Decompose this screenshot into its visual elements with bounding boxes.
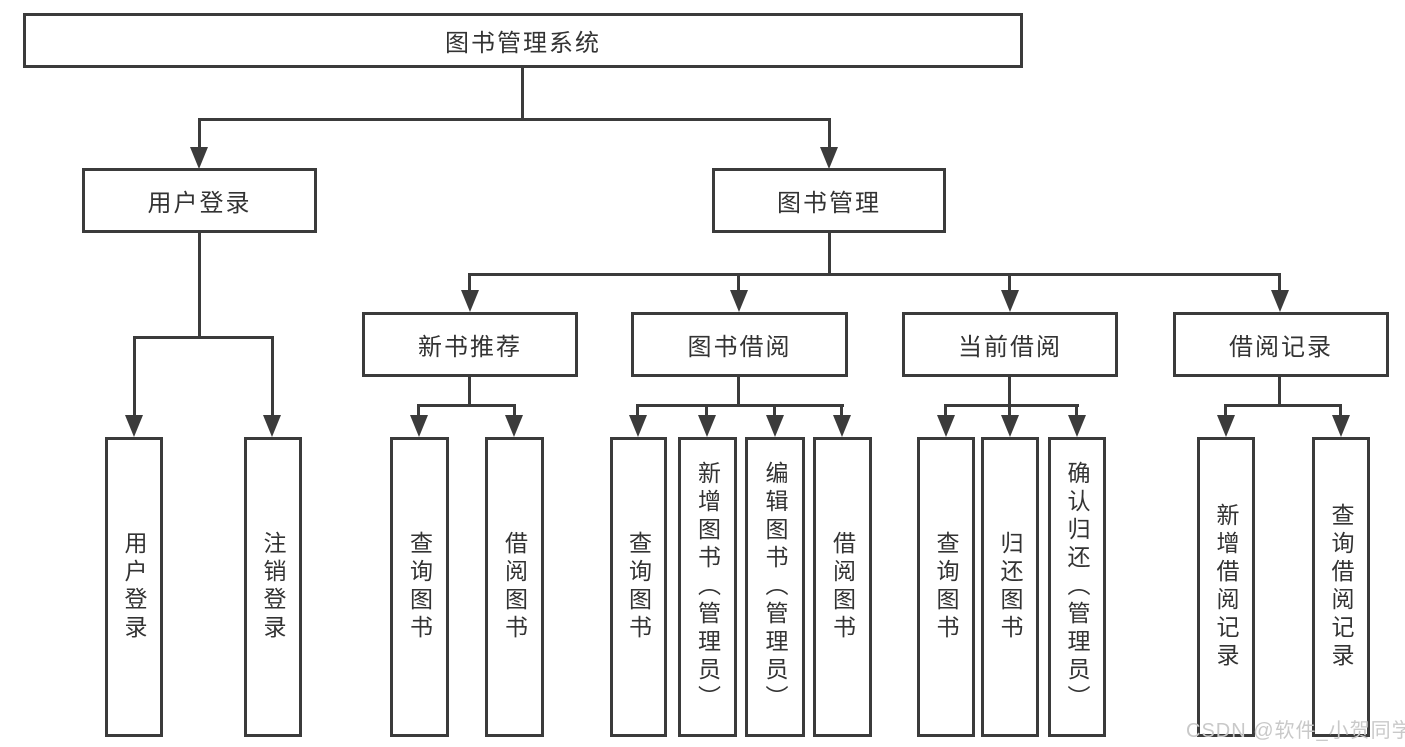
connector-drop-borrow-record [1278,273,1281,293]
connector-drop-cb-query [944,404,947,417]
node-leaf-cb-confirm-return-admin: 确认归还（管理员） [1048,437,1106,737]
connector-drop-bb-edit [773,404,776,417]
node-current-borrow: 当前借阅 [902,312,1118,377]
connector-book-mgmt-trunk [828,231,831,275]
connector-new-book-trunk [468,375,471,406]
node-book-mgmt: 图书管理 [712,168,946,233]
arrowhead-bb-query [629,415,647,437]
arrowhead-bb-add [698,415,716,437]
node-leaf-br-add-record: 新增借阅记录 [1197,437,1255,737]
arrowhead-bb-edit [766,415,784,437]
node-book-borrow: 图书借阅 [631,312,848,377]
connector-user-login-rail [133,336,274,339]
connector-l3-rail [468,273,1281,276]
arrowhead-book-borrow [730,290,748,312]
node-new-book: 新书推荐 [362,312,578,377]
node-leaf-br-query-record: 查询借阅记录 [1312,437,1370,737]
connector-drop-logout [271,336,274,416]
arrowhead-cb-confirm [1068,415,1086,437]
arrowhead-cb-query [937,415,955,437]
arrowhead-logout [263,415,281,437]
connector-drop-br-query [1339,404,1342,417]
connector-drop-nb-borrow [513,404,516,417]
arrowhead-book-mgmt [820,147,838,169]
connector-drop-cb-return [1008,404,1011,417]
arrowhead-current-borrow [1001,290,1019,312]
csdn-watermark: CSDN @软件_小贺同学 [1186,720,1405,742]
connector-drop-br-add [1224,404,1227,417]
connector-drop-bb-query [636,404,639,417]
node-leaf-bb-edit-books-admin: 编辑图书（管理员） [745,437,805,737]
arrowhead-login [125,415,143,437]
connector-borrow-record-rail [1224,404,1342,407]
arrowhead-borrow-record [1271,290,1289,312]
node-leaf-cb-return-books: 归还图书 [981,437,1039,737]
connector-drop-book-borrow [737,273,740,293]
connector-user-login-trunk [198,231,201,336]
arrowhead-br-query [1332,415,1350,437]
node-leaf-nb-borrow-books: 借阅图书 [485,437,544,737]
arrowhead-user-login [190,147,208,169]
node-user-login: 用户登录 [82,168,317,233]
node-leaf-logout: 注销登录 [244,437,302,737]
node-leaf-bb-borrow-books: 借阅图书 [813,437,872,737]
connector-drop-book-mgmt [828,118,831,150]
connector-book-borrow-trunk [737,375,740,406]
connector-drop-new-book [468,273,471,293]
arrowhead-cb-return [1001,415,1019,437]
connector-root-trunk [521,66,524,120]
connector-drop-bb-borrow [840,404,843,417]
connector-drop-login [133,336,136,416]
connector-drop-bb-add [705,404,708,417]
connector-drop-cb-confirm [1075,404,1078,417]
connector-drop-user-login [198,118,201,150]
arrowhead-nb-borrow [505,415,523,437]
connector-current-borrow-rail [944,404,1079,407]
node-borrow-record: 借阅记录 [1173,312,1389,377]
node-leaf-nb-query-books: 查询图书 [390,437,449,737]
connector-drop-nb-query [417,404,420,417]
node-leaf-cb-query-books: 查询图书 [917,437,975,737]
connector-book-borrow-rail [637,404,844,407]
connector-borrow-record-trunk [1278,375,1281,406]
node-root: 图书管理系统 [23,13,1023,68]
node-leaf-bb-add-books-admin: 新增图书（管理员） [678,437,737,737]
node-leaf-bb-query-books: 查询图书 [610,437,667,737]
connector-drop-current-borrow [1008,273,1011,293]
arrowhead-nb-query [410,415,428,437]
arrowhead-bb-borrow [833,415,851,437]
connector-current-borrow-trunk [1008,375,1011,406]
connector-new-book-rail [417,404,516,407]
arrowhead-br-add [1217,415,1235,437]
connector-l2-rail [198,118,831,121]
node-leaf-user-login: 用户登录 [105,437,163,737]
arrowhead-new-book [461,290,479,312]
